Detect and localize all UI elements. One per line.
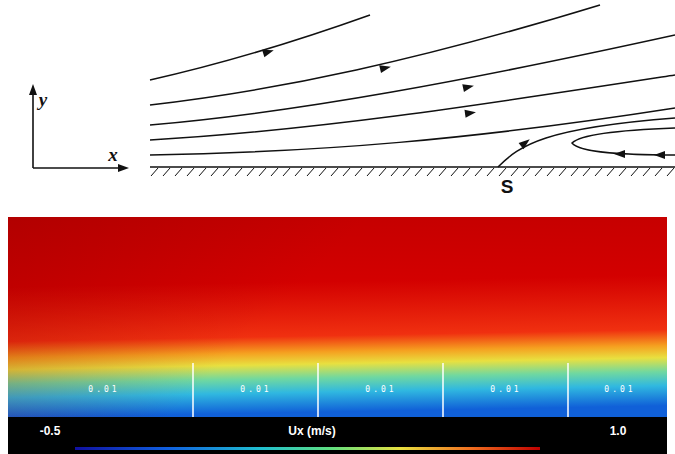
wall-hatch (283, 168, 290, 176)
wall-hatch (259, 168, 266, 176)
wall-hatch (463, 168, 470, 176)
separation-point-label: S (501, 177, 514, 196)
wall-hatch (583, 168, 590, 176)
wall-hatch (619, 168, 626, 176)
wall-hatch (163, 168, 170, 176)
wall-hatch (223, 168, 230, 176)
wall-hatch (355, 168, 362, 176)
wall-hatch (547, 168, 554, 176)
wall-hatch (247, 168, 254, 176)
colorbar-panel (8, 417, 667, 454)
wall-hatch (631, 168, 638, 176)
wall-hatch (175, 168, 182, 176)
wall-hatch (523, 168, 530, 176)
axis-label: y (39, 90, 47, 109)
wall-hatch (511, 168, 518, 176)
axes (29, 84, 129, 172)
colorbar (75, 447, 540, 450)
contour-value: 0.01 (490, 386, 521, 394)
wall-hatch (595, 168, 602, 176)
wall-hatch (235, 168, 242, 176)
wall-hatch (427, 168, 434, 176)
velocity-contour (8, 217, 667, 417)
wall-hatch (295, 168, 302, 176)
contour-value: 0.01 (88, 386, 119, 394)
profile-lines (193, 363, 568, 417)
wall-hatch (451, 168, 458, 176)
wall-hatch (403, 168, 410, 176)
wall-hatch (199, 168, 206, 176)
wall-hatch (643, 168, 650, 176)
wall-hatch (607, 168, 614, 176)
wall-hatch (475, 168, 482, 176)
wall-hatch (439, 168, 446, 176)
wall-hatch (655, 168, 662, 176)
wall-hatch (331, 168, 338, 176)
wall-hatch (319, 168, 326, 176)
axis-label: x (108, 145, 118, 164)
contour-value: 0.01 (365, 386, 396, 394)
wall-hatch (535, 168, 542, 176)
contour-value: 0.01 (240, 386, 271, 394)
wall-hatch (559, 168, 566, 176)
wall (150, 167, 675, 176)
colorbar-min: -0.5 (40, 425, 61, 437)
wall-hatch (415, 168, 422, 176)
wall-hatch (367, 168, 374, 176)
wall-hatch (343, 168, 350, 176)
flow-arrows (262, 46, 665, 159)
wall-hatch (571, 168, 578, 176)
wall-hatch (187, 168, 194, 176)
wall-hatch (307, 168, 314, 176)
wall-hatch (499, 168, 506, 176)
wall-hatch (151, 168, 158, 176)
contour-value: 0.01 (604, 386, 635, 394)
wall-hatch (391, 168, 398, 176)
wall-hatch (487, 168, 494, 176)
wall-hatch (211, 168, 218, 176)
colorbar-title: Ux (m/s) (288, 425, 335, 437)
wall-hatch (379, 168, 386, 176)
wall-hatch (271, 168, 278, 176)
streamlines (150, 5, 675, 167)
colorbar-max: 1.0 (610, 425, 627, 437)
wall-hatch (667, 168, 674, 176)
